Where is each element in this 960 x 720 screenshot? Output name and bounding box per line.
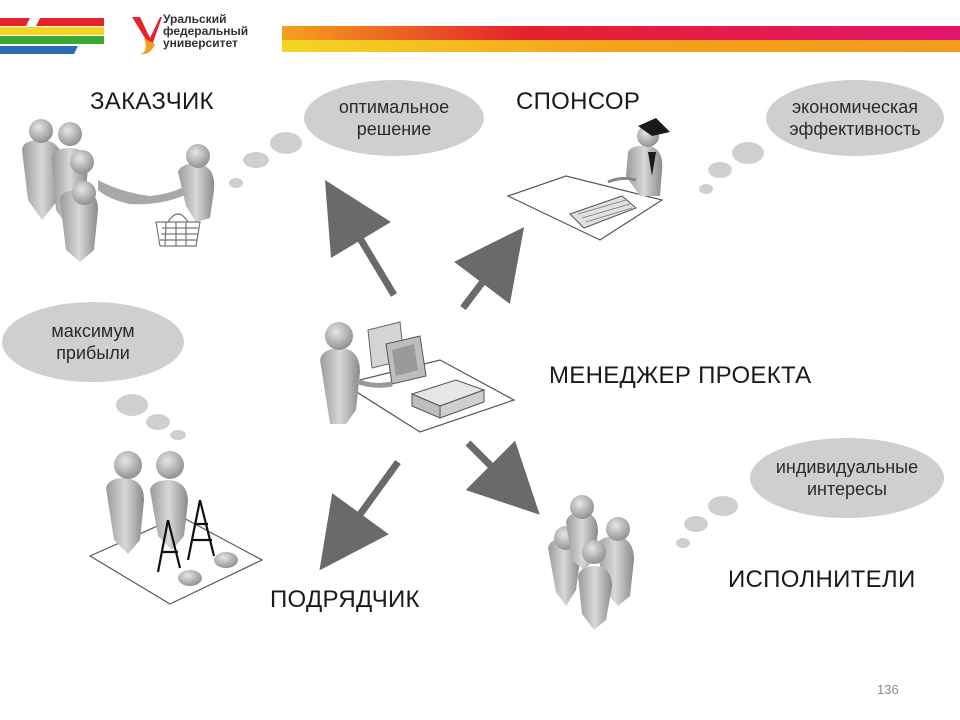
thought-dot xyxy=(229,178,243,188)
thought-dot xyxy=(146,414,170,430)
bubble-line: индивидуальные xyxy=(776,456,918,478)
thought-bubble-customer: оптимальное решение xyxy=(304,80,484,156)
thought-dot xyxy=(684,516,708,532)
thought-dot xyxy=(732,142,764,164)
center-label-manager: МЕНЕДЖЕР ПРОЕКТА xyxy=(549,362,812,390)
contractor-icon xyxy=(90,451,262,604)
bubble-line: интересы xyxy=(776,478,918,500)
project-manager-icon xyxy=(320,322,514,432)
thought-dot xyxy=(699,184,713,194)
page-number: 136 xyxy=(877,682,899,697)
bubble-line: эффективность xyxy=(789,118,920,140)
arrow-to-performers xyxy=(468,443,515,490)
actor-label-customer: ЗАКАЗЧИК xyxy=(90,88,214,116)
bubble-line: оптимальное xyxy=(339,96,449,118)
sponsor-icon xyxy=(508,118,670,240)
thought-dot xyxy=(270,132,302,154)
arrow-to-contractor xyxy=(340,462,398,542)
arrow-to-customer xyxy=(343,210,394,295)
actor-label-sponsor: СПОНСОР xyxy=(516,88,640,116)
thought-bubble-sponsor: экономическая эффективность xyxy=(766,80,944,156)
arrow-to-sponsor xyxy=(463,255,503,308)
bubble-line: прибыли xyxy=(51,342,134,364)
customer-people-icon xyxy=(22,119,214,262)
thought-bubble-performers: индивидуальные интересы xyxy=(750,438,944,518)
thought-bubble-contractor: максимум прибыли xyxy=(2,302,184,382)
thought-dot xyxy=(676,538,690,548)
thought-dot xyxy=(170,430,186,440)
actor-label-performers: ИСПОЛНИТЕЛИ xyxy=(728,566,916,594)
bubble-line: решение xyxy=(339,118,449,140)
performers-people-icon xyxy=(548,495,634,630)
actor-label-contractor: ПОДРЯДЧИК xyxy=(270,586,420,614)
thought-dot xyxy=(708,162,732,178)
thought-dot xyxy=(243,152,269,168)
bubble-line: максимум xyxy=(51,320,134,342)
bubble-line: экономическая xyxy=(789,96,920,118)
thought-dot xyxy=(708,496,738,516)
thought-dot xyxy=(116,394,148,416)
